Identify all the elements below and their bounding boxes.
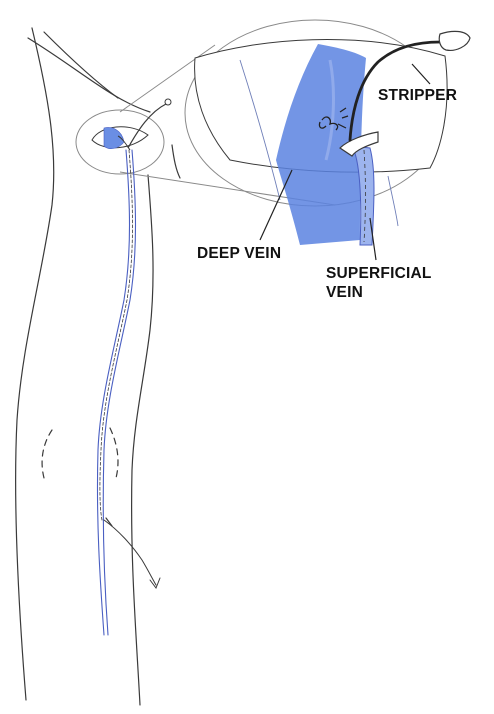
stripper-head — [439, 31, 470, 50]
saphenous-vein-line-a — [97, 150, 129, 635]
skin-line-2 — [388, 176, 398, 226]
lower-exit-wire — [104, 520, 156, 585]
superficial-vein-label-line2: VEIN — [326, 283, 432, 302]
superficial-vein-label: SUPERFICIAL VEIN — [326, 264, 432, 302]
leg-outline — [16, 28, 180, 705]
hip-contour — [172, 145, 180, 178]
saphenous-vein-line-b — [103, 150, 135, 635]
superficial-vein-label-line1: SUPERFICIAL — [326, 264, 432, 283]
magnified-detail — [185, 20, 470, 245]
saphenous-vein — [97, 150, 160, 635]
stripper-label: STRIPPER — [378, 86, 457, 105]
knee-mark-right — [110, 428, 118, 478]
small-stripper-tip — [165, 99, 171, 105]
small-incision-detail — [92, 99, 171, 150]
groin-crease-2 — [44, 32, 118, 98]
knee-mark-left — [42, 430, 52, 478]
leg-outer-contour — [16, 28, 54, 700]
deep-vein-label: DEEP VEIN — [197, 244, 281, 263]
deep-vein-leader — [260, 170, 292, 240]
